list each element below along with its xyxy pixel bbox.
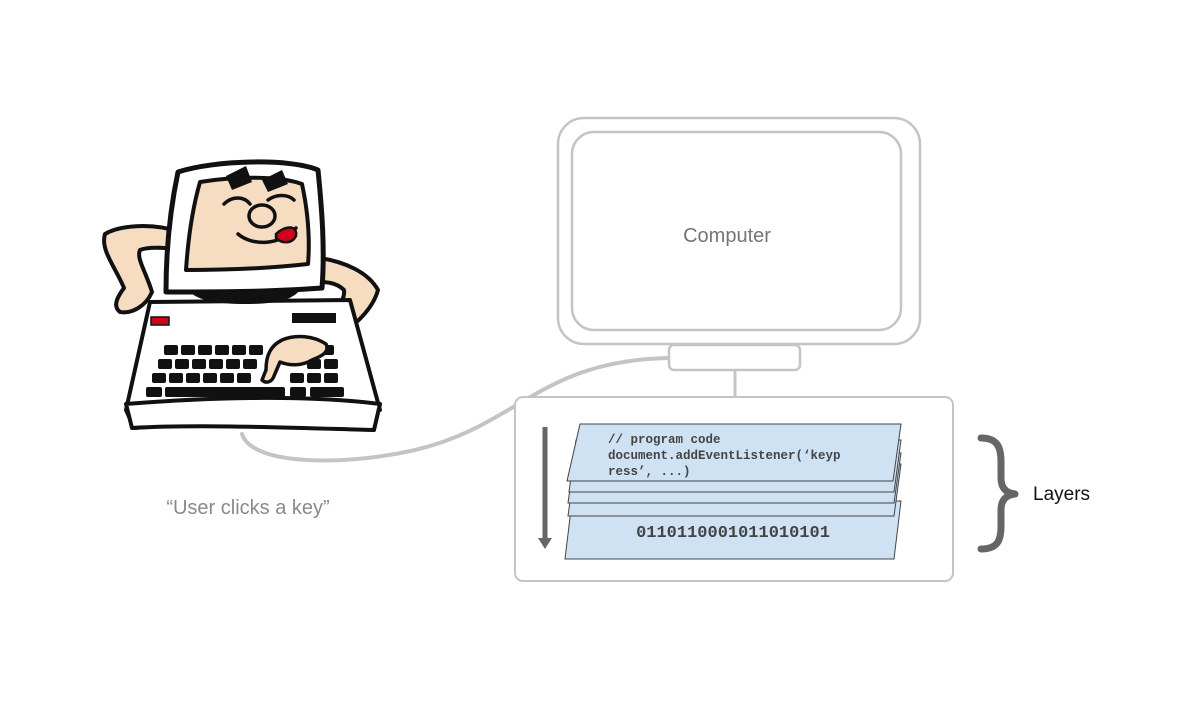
- layer-stack: [564, 423, 902, 560]
- cartoon-computer-character: [102, 159, 382, 432]
- character-right-eyebrow: [262, 170, 288, 192]
- character-left-arm: [102, 224, 184, 315]
- binary-text: 0110110001011010101: [636, 524, 830, 543]
- keyboard-front-edge: [124, 395, 382, 432]
- character-face-screen: [184, 175, 311, 272]
- layer-code: [566, 423, 902, 482]
- code-line-1: // program code: [608, 433, 721, 447]
- character-tongue: [274, 226, 298, 244]
- computer-monitor: Computer: [556, 116, 922, 397]
- down-arrow-icon: [538, 427, 552, 549]
- character-nose: [247, 203, 277, 229]
- keyboard-dark-panel: [292, 313, 336, 323]
- monitor-stand-base: [667, 343, 802, 372]
- character-neck: [190, 290, 300, 304]
- character-typing-hand: [260, 334, 329, 384]
- user-caption: “User clicks a key”: [166, 497, 329, 519]
- layers-label: Layers: [1033, 484, 1090, 505]
- character-left-eyebrow: [226, 166, 252, 190]
- code-line-3: ress’, ...): [608, 465, 691, 479]
- computer-label: Computer: [683, 225, 771, 247]
- cable-line: [240, 356, 672, 463]
- keyboard-red-light: [150, 316, 170, 326]
- character-right-eye: [266, 193, 296, 202]
- character-left-eye: [222, 196, 252, 206]
- monitor-screen: [570, 130, 903, 332]
- curly-brace-icon: [977, 434, 1019, 553]
- code-line-2: document.addEventListener(‘keyp: [608, 449, 841, 463]
